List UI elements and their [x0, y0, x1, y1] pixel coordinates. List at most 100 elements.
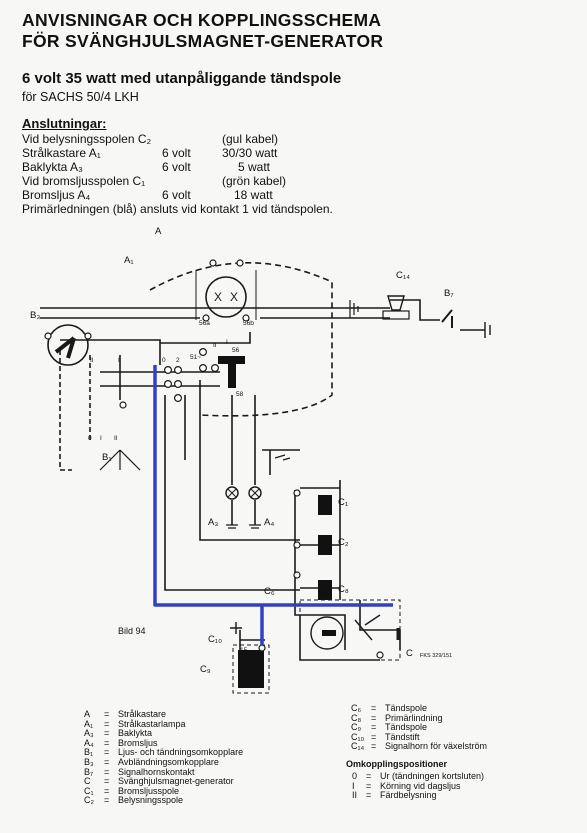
connection-name: Vid bromsljusspolen C₁ — [22, 174, 146, 188]
legend-value: Primärlindning — [385, 712, 443, 723]
legend-equals: = — [371, 703, 377, 713]
primary-wire-blue — [153, 365, 393, 645]
connection-volt: 6 volt — [162, 160, 191, 174]
legend-equals: = — [104, 785, 110, 796]
legend-equals: = — [104, 766, 110, 777]
positions-title: Omkopplingspositioner — [346, 759, 448, 769]
label-c9: C₉ — [200, 664, 211, 675]
connection-name: Baklykta A₃ — [22, 160, 83, 174]
label-a: A — [155, 226, 162, 237]
label-b3: B₃ — [30, 310, 40, 321]
legend-equals: = — [371, 741, 377, 752]
legend-key: C₆ — [351, 703, 362, 713]
legend-equals: = — [104, 718, 110, 729]
svg-text:X: X — [230, 290, 238, 304]
light-ignition-switch-b1 — [99, 348, 245, 471]
legend-equals: = — [104, 795, 110, 806]
terminal-58: 58 — [236, 391, 244, 398]
lighting-coil-c2 — [318, 535, 332, 555]
legend-value: Belysningsspole — [118, 795, 184, 806]
legend-key: A₄ — [84, 737, 94, 748]
brake-light-coil-c1 — [318, 495, 332, 515]
terminal-0: 0 — [162, 357, 166, 364]
generator-housing — [149, 262, 333, 417]
legend-key: A₃ — [84, 728, 94, 739]
switch-pos-i: I — [118, 357, 120, 364]
terminal-56b: 56b — [243, 320, 254, 327]
horn-button-b7 — [441, 309, 491, 338]
label-b1: B₁ — [102, 452, 112, 463]
legend-key: A — [84, 709, 91, 719]
label-c1: C₁ — [338, 497, 348, 508]
legend-equals: = — [371, 722, 377, 733]
legend-equals: = — [104, 747, 110, 758]
legend-key: C₁₄ — [351, 741, 365, 752]
legend-value: Strålkastare — [118, 709, 167, 719]
legend-key: I — [352, 780, 355, 791]
ground-icon — [349, 300, 359, 318]
terminal-56: 56 — [232, 347, 240, 354]
legend-key: C₈ — [351, 712, 362, 723]
legend-key: C₁ — [84, 785, 94, 796]
connection-value: 18 watt — [234, 188, 273, 202]
switch-pos-ii-lower: II — [114, 435, 118, 442]
ground-icon — [274, 454, 291, 461]
terminal-51: 51~ — [190, 354, 201, 361]
terminal-2: 2 — [176, 357, 180, 364]
label-c: C — [406, 648, 413, 659]
legend-key: C — [84, 776, 91, 787]
legend-value: Bromsljusspole — [118, 785, 180, 796]
terminal-15: 15 — [240, 647, 248, 654]
tail-lamp-a3 — [225, 486, 239, 529]
wires — [40, 262, 485, 685]
spark-plug-c10 — [230, 622, 242, 634]
legend-value: Baklykta — [118, 728, 153, 739]
connection-value: (gul kabel) — [222, 132, 279, 146]
label-b7: B₇ — [444, 288, 454, 299]
connection-name: Strålkastare A₁ — [22, 146, 101, 160]
figure-label: Bild 94 — [118, 626, 146, 636]
terminal-ii: II — [213, 342, 217, 349]
terminal-i: I — [226, 339, 228, 346]
label-a4: A₄ — [264, 517, 274, 528]
legend-value: Färdbelysning — [380, 790, 437, 801]
primary-winding-c8 — [318, 580, 332, 600]
legend-value: Tändstift — [385, 731, 420, 742]
title-line-2: FÖR SVÄNGHJULSMAGNET-GENERATOR — [22, 31, 384, 51]
connection-value: 30/30 watt — [222, 146, 278, 160]
title-line-1: ANVISNINGAR OCH KOPPLINGSSCHEMA — [22, 10, 382, 30]
legend-key: 0 — [352, 771, 358, 781]
horn-c14 — [382, 295, 410, 320]
switch-pos-0: 0 — [88, 435, 92, 442]
legend-equals: = — [366, 771, 372, 781]
connection-value: 5 watt — [238, 160, 271, 174]
legend-value: Ur (tändningen kortsluten) — [380, 771, 485, 781]
legend-key: II — [352, 790, 358, 801]
switch-pos-i-lower: I — [100, 435, 102, 442]
ignition-coil-c9 — [232, 644, 270, 694]
legend-key: B₇ — [84, 766, 94, 777]
legend-equals: = — [104, 737, 110, 748]
model-line: för SACHS 50/4 LKH — [22, 90, 139, 104]
connections-title: Anslutningar: — [22, 116, 107, 131]
legend-value: Avbländningsomkopplare — [118, 757, 219, 767]
legend-equals: = — [104, 757, 110, 767]
label-c8: C₈ — [338, 584, 349, 595]
label-c14: C₁₄ — [396, 270, 410, 281]
label-c2: C₂ — [338, 537, 349, 548]
headlamp-a1: X X — [205, 276, 247, 318]
legend-equals: = — [366, 780, 372, 791]
legend-equals: = — [366, 790, 372, 801]
reference-code: FKS 329/151 — [420, 653, 453, 659]
connection-name: Bromsljus A₄ — [22, 188, 91, 202]
legend-equals: = — [104, 709, 110, 719]
legend-value: Signalhornskontakt — [118, 766, 195, 777]
subtitle: 6 volt 35 watt med utanpåliggande tändsp… — [22, 70, 342, 87]
contact-breaker — [299, 599, 401, 661]
legend-key: C₁₀ — [351, 731, 365, 742]
legend-value: Svänghjulsmagnet-generator — [118, 776, 234, 787]
label-c6: C₆ — [264, 586, 275, 597]
legend-equals: = — [371, 731, 377, 742]
legend-value: Körning vid dagsljus — [380, 780, 461, 791]
